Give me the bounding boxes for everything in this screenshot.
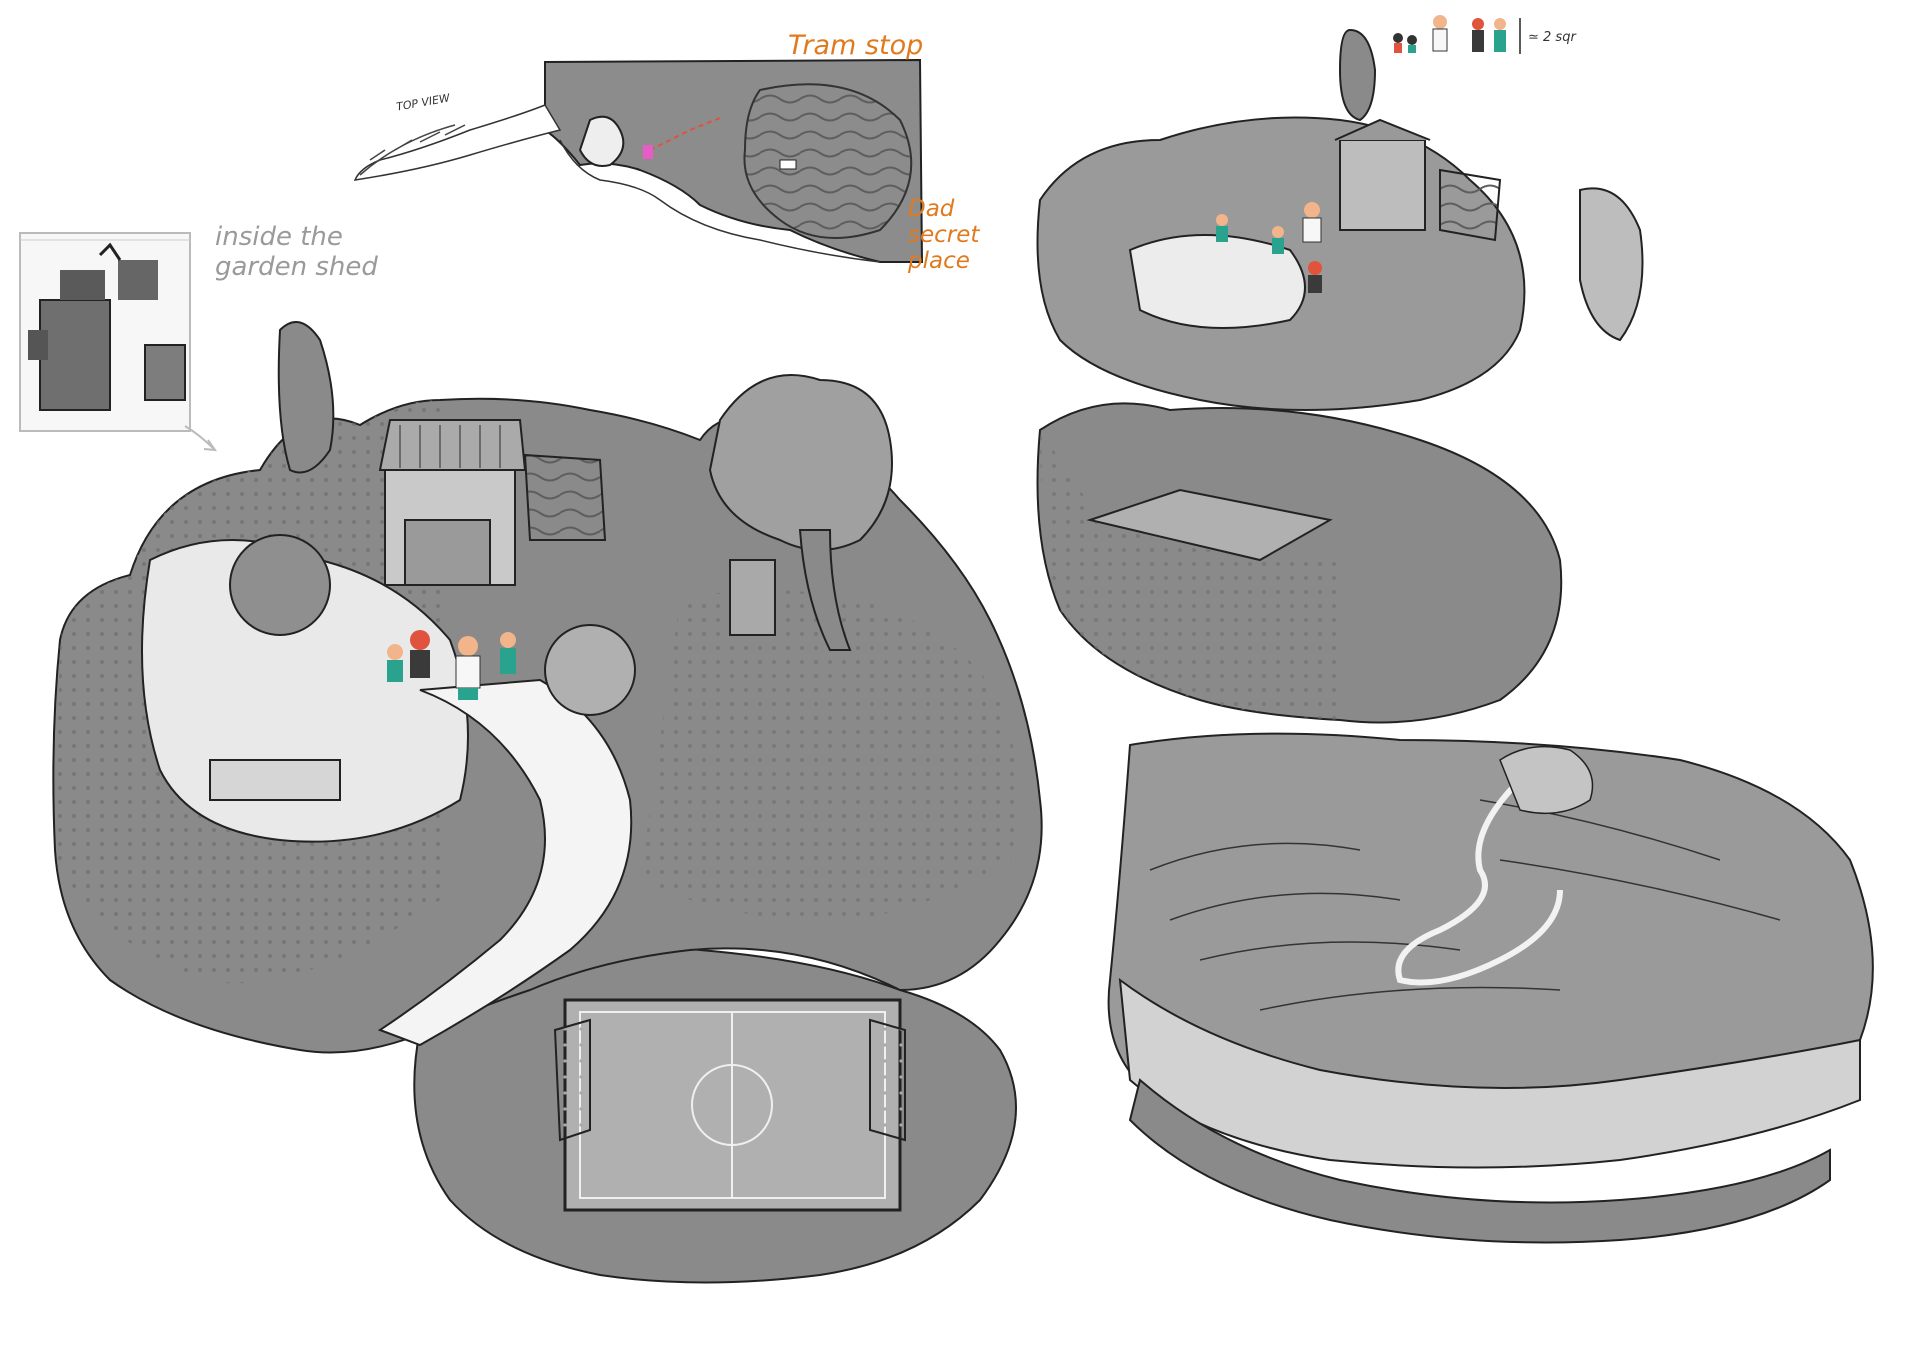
shed-arrow [184,425,216,451]
scale-label: ≃ 2 sqr [1528,30,1576,45]
main-garden-illustration [52,321,1043,1284]
family-figures [387,630,516,700]
inside-shed-label: inside the garden shed [215,222,378,282]
isometric-garden [1036,15,1644,724]
dad-secret-place-label: Dad secret place [908,196,980,274]
hill-map [1107,732,1874,1244]
garden-shed-interior [19,232,191,432]
top-view-map [353,58,924,263]
iso-family-figures [1216,202,1322,293]
tram-stop-label: Tram stop [788,30,924,61]
scale-figures [1393,15,1521,54]
